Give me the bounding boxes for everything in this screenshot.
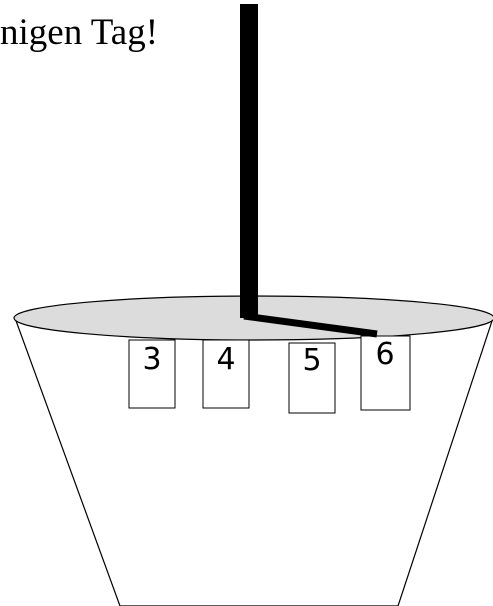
pointer-line xyxy=(243,312,378,338)
card-4: 4 xyxy=(202,339,250,409)
card-label: 6 xyxy=(375,337,394,372)
card-5: 5 xyxy=(288,342,336,414)
card-label: 3 xyxy=(142,342,161,377)
card-label: 4 xyxy=(216,342,235,377)
card-label: 5 xyxy=(302,343,321,378)
bucket-body xyxy=(14,317,493,606)
caption-text: nigen Tag! xyxy=(0,12,159,53)
card-3: 3 xyxy=(128,339,176,409)
pole xyxy=(240,4,258,318)
card-6: 6 xyxy=(360,335,411,411)
